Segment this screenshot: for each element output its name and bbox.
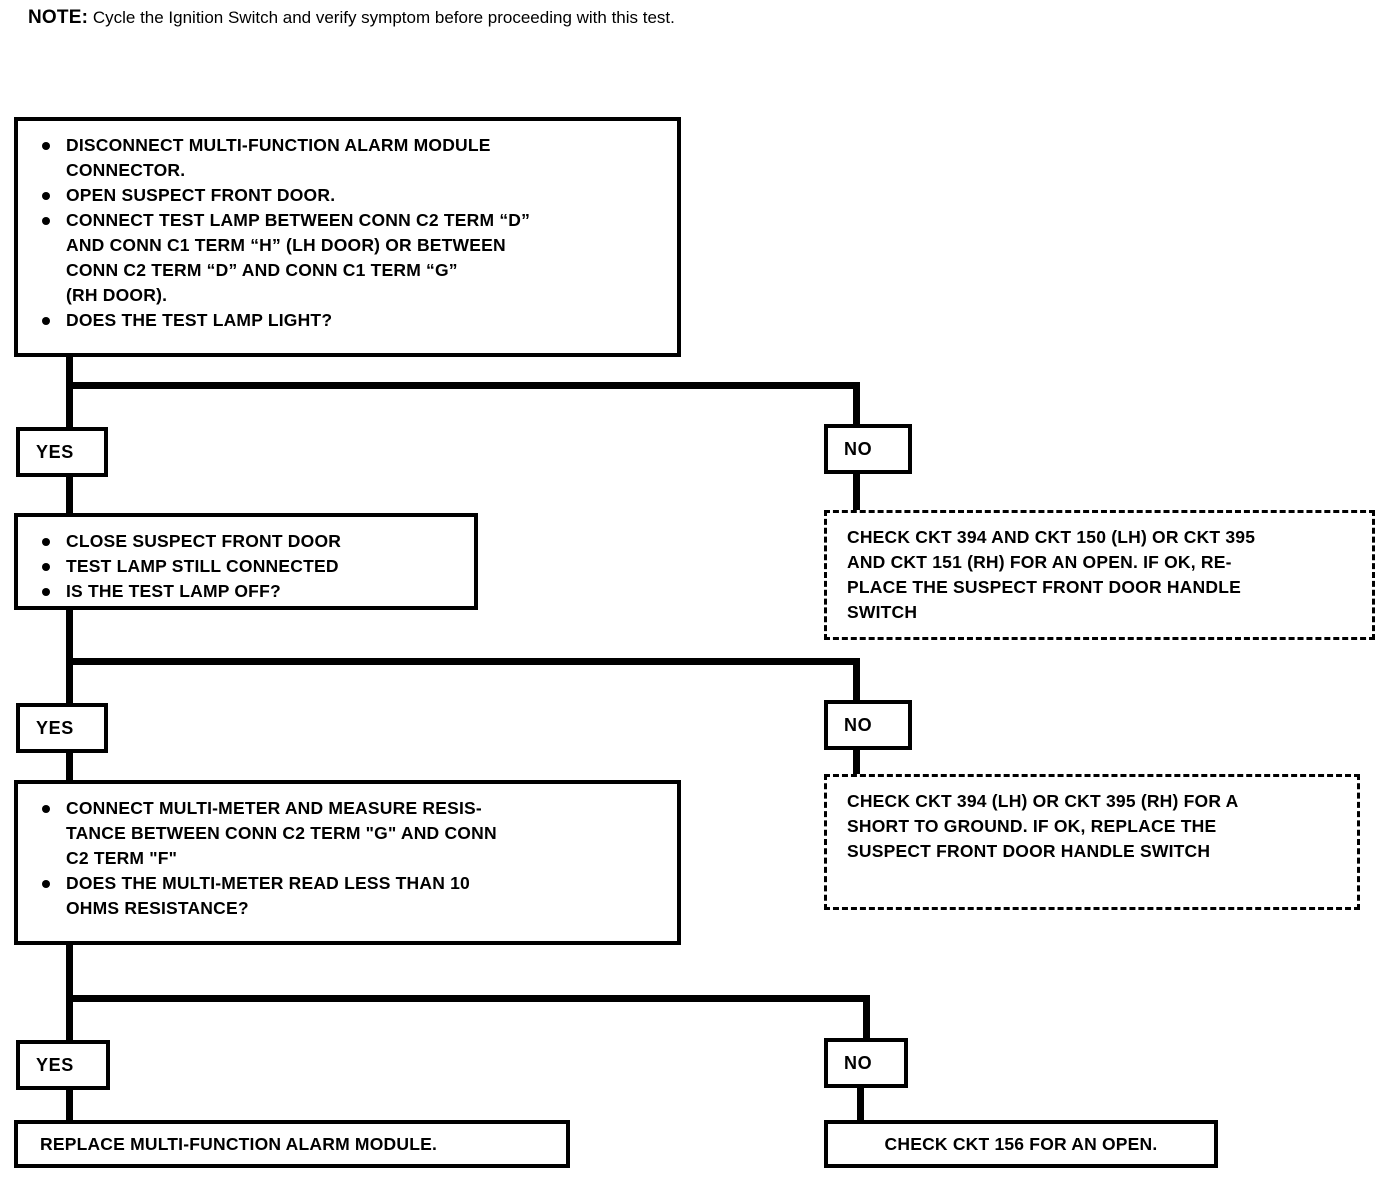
result-no3-text: CHECK CKT 156 FOR AN OPEN. (884, 1133, 1158, 1154)
result-yes3-text: REPLACE MULTI-FUNCTION ALARM MODULE. (40, 1133, 438, 1154)
connector-yes1-to-step2 (66, 475, 73, 515)
decision-label: NO (844, 714, 873, 735)
connector-step2-trunk (66, 610, 73, 705)
decision-yes-1[interactable]: YES (16, 427, 108, 477)
result-no1-text: CHECK CKT 394 AND CKT 150 (LH) OR CKT 39… (847, 527, 1256, 622)
list-item: CONNECT MULTI-METER AND MEASURE RESIS- T… (22, 796, 667, 871)
decision-no-3[interactable]: NO (824, 1038, 908, 1088)
list-item: IS THE TEST LAMP OFF? (22, 579, 464, 604)
decision-no-2[interactable]: NO (824, 700, 912, 750)
note-banner: NOTE: Cycle the Ignition Switch and veri… (28, 6, 675, 30)
list-item: DOES THE MULTI-METER READ LESS THAN 10 O… (22, 871, 667, 921)
decision-label: NO (844, 438, 873, 459)
step2-instruction-box: CLOSE SUSPECT FRONT DOOR TEST LAMP STILL… (14, 513, 478, 610)
step3-instruction-box: CONNECT MULTI-METER AND MEASURE RESIS- T… (14, 780, 681, 945)
decision-no-1[interactable]: NO (824, 424, 912, 474)
decision-label: YES (36, 1054, 74, 1075)
list-item: TEST LAMP STILL CONNECTED (22, 554, 464, 579)
list-item: OPEN SUSPECT FRONT DOOR. (22, 183, 667, 208)
step3-bullet-list: CONNECT MULTI-METER AND MEASURE RESIS- T… (22, 796, 667, 921)
connector-step3-to-no3 (863, 995, 870, 1040)
list-item: CLOSE SUSPECT FRONT DOOR (22, 529, 464, 554)
decision-yes-3[interactable]: YES (16, 1040, 110, 1090)
connector-step1-to-no1 (853, 382, 860, 427)
list-item: CONNECT TEST LAMP BETWEEN CONN C2 TERM “… (22, 208, 667, 308)
decision-label: NO (844, 1052, 873, 1073)
connector-yes2-to-step3 (66, 751, 73, 784)
note-label: NOTE: (28, 7, 89, 28)
list-item: DOES THE TEST LAMP LIGHT? (22, 308, 667, 333)
decision-yes-2[interactable]: YES (16, 703, 108, 753)
list-item: DISCONNECT MULTI-FUNCTION ALARM MODULE C… (22, 133, 667, 183)
connector-yes3-to-result (66, 1088, 73, 1120)
result-no2-text: CHECK CKT 394 (LH) OR CKT 395 (RH) FOR A… (847, 791, 1239, 861)
step1-bullet-list: DISCONNECT MULTI-FUNCTION ALARM MODULE C… (22, 133, 667, 333)
result-no2-box: CHECK CKT 394 (LH) OR CKT 395 (RH) FOR A… (824, 774, 1360, 910)
connector-step2-branch (66, 658, 860, 665)
result-no3-box: CHECK CKT 156 FOR AN OPEN. (824, 1120, 1218, 1168)
note-text: Cycle the Ignition Switch and verify sym… (88, 8, 675, 27)
connector-step3-branch (66, 995, 870, 1002)
result-yes3-box: REPLACE MULTI-FUNCTION ALARM MODULE. (14, 1120, 570, 1168)
decision-label: YES (36, 717, 74, 738)
connector-no2-to-result (853, 748, 860, 776)
connector-step1-branch (66, 382, 860, 389)
connector-no1-to-result (853, 472, 860, 512)
connector-no3-to-result (857, 1086, 864, 1120)
decision-label: YES (36, 441, 74, 462)
result-no1-box: CHECK CKT 394 AND CKT 150 (LH) OR CKT 39… (824, 510, 1375, 640)
step1-instruction-box: DISCONNECT MULTI-FUNCTION ALARM MODULE C… (14, 117, 681, 357)
connector-step2-to-no2 (853, 658, 860, 703)
connector-step1-trunk (66, 357, 73, 429)
step2-bullet-list: CLOSE SUSPECT FRONT DOOR TEST LAMP STILL… (22, 529, 464, 604)
